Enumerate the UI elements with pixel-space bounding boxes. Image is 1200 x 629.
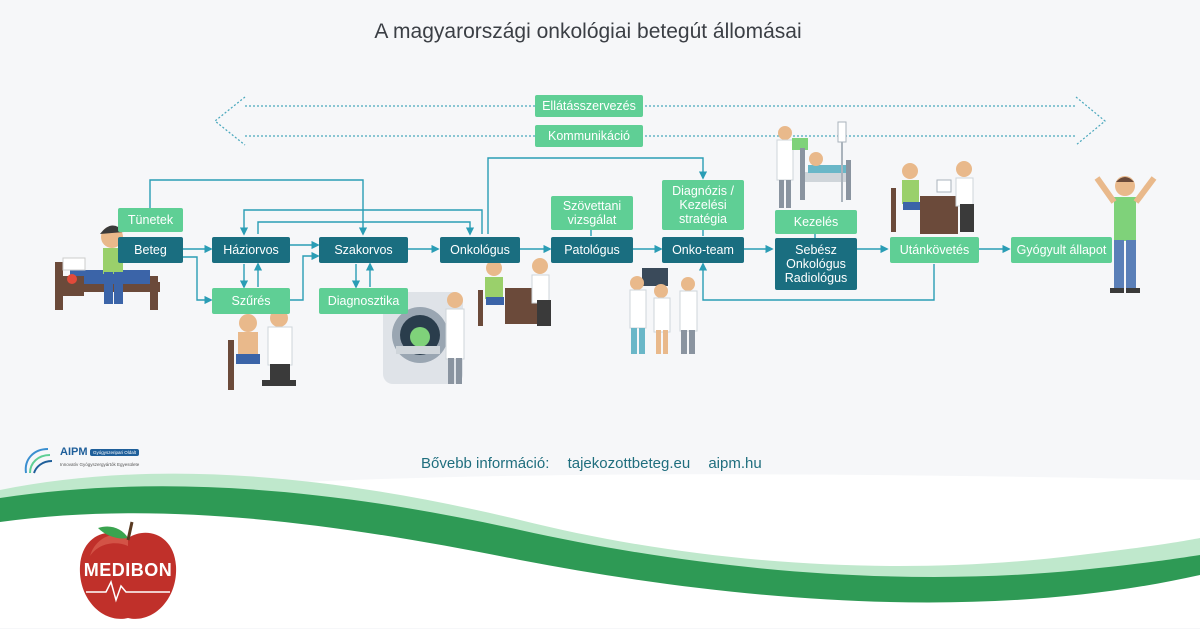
aipm-subtitle: Innovatív Gyógyszergyártók Egyesülete xyxy=(60,462,140,467)
medibon-logo: MEDIBON xyxy=(76,520,180,624)
node-diagnosztika: Diagnosztika xyxy=(319,288,408,314)
oncologist-consultation-illustration xyxy=(478,258,551,326)
follow-up-illustration xyxy=(891,161,974,234)
more-info-label: Bővebb információ: xyxy=(421,455,550,472)
node-gyogyult-allapot: Gyógyult állapot xyxy=(1011,237,1112,263)
node-kezeles: Kezelés xyxy=(775,210,857,234)
aipm-name: AIPM xyxy=(60,446,88,458)
apple-icon xyxy=(79,521,177,619)
link-aipm[interactable]: aipm.hu xyxy=(708,455,762,472)
treatment-illustration xyxy=(776,121,851,208)
onko-team-illustration xyxy=(629,268,698,354)
node-haziorvos: Háziorvos xyxy=(212,237,290,263)
diagram-title: A magyarországi onkológiai betegút állom… xyxy=(374,20,802,43)
aipm-logo-mark xyxy=(24,448,53,474)
healed-person-illustration xyxy=(1094,176,1157,293)
screening-illustration xyxy=(228,309,296,390)
node-patologus: Patológus xyxy=(551,237,633,263)
node-utankovetes: Utánkövetés xyxy=(890,237,979,263)
aipm-logo: AIPM Gyógyszeripari Oldalt Innovatív Gyó… xyxy=(22,445,142,477)
link-tajekozottbeteg[interactable]: tajekozottbeteg.eu xyxy=(567,455,691,472)
kommunikacio-label: Kommunikáció xyxy=(535,125,643,147)
node-sebesz-onkologus-radiologus: Sebész Onkológus Radiológus xyxy=(775,238,857,290)
medibon-name: MEDIBON xyxy=(83,560,173,580)
ct-scanner-illustration xyxy=(383,292,465,384)
patient-bed-illustration xyxy=(55,225,160,310)
more-info: Bővebb információ: tajekozottbeteg.eu ai… xyxy=(421,455,776,472)
aipm-badge: Gyógyszeripari Oldalt xyxy=(90,449,140,456)
node-tunetek: Tünetek xyxy=(118,208,183,232)
node-diagnozis: Diagnózis / Kezelési stratégia xyxy=(662,180,744,230)
wave-dark xyxy=(0,486,1200,603)
node-szures: Szűrés xyxy=(212,288,290,314)
node-onko-team: Onko-team xyxy=(662,237,744,263)
node-onkologus: Onkológus xyxy=(440,237,520,263)
node-szovettani: Szövettani vizsgálat xyxy=(551,196,633,230)
double-arrow xyxy=(214,96,1106,146)
node-beteg: Beteg xyxy=(118,237,183,263)
node-szakorvos: Szakorvos xyxy=(319,237,408,263)
ellatasszervezes-label: Ellátásszervezés xyxy=(535,95,643,117)
